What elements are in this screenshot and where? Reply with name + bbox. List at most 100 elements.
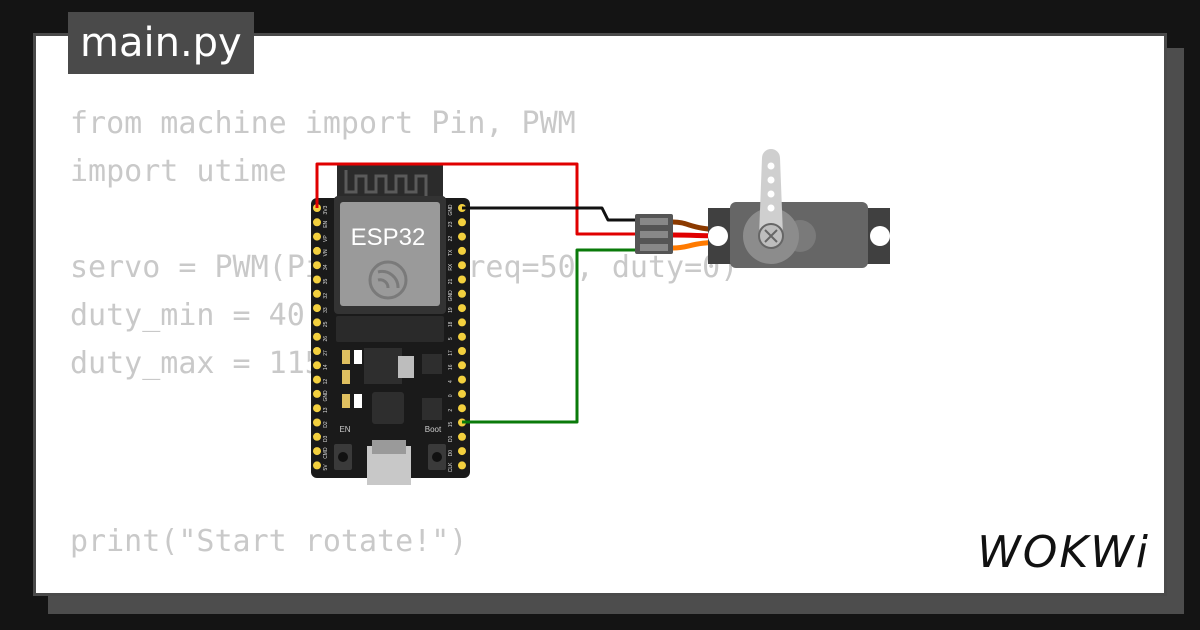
boot-button-label: Boot xyxy=(425,425,442,434)
pin-hole-left[interactable] xyxy=(313,318,321,327)
pin-hole-left[interactable] xyxy=(313,389,321,398)
pin-hole-right[interactable] xyxy=(458,318,466,327)
pin-hole-right[interactable] xyxy=(458,404,466,413)
module-pads xyxy=(336,316,444,342)
smd-component xyxy=(342,394,350,408)
pin-label: TX xyxy=(448,249,454,256)
pin-hole-left[interactable] xyxy=(313,261,321,270)
pin-label: D1 xyxy=(448,435,454,442)
module-shield xyxy=(340,202,440,306)
wire-signal[interactable] xyxy=(462,248,637,424)
file-tab[interactable]: main.py xyxy=(68,12,254,74)
servo-horn[interactable] xyxy=(759,149,783,248)
pin-label: 12 xyxy=(323,379,329,385)
antenna-trace xyxy=(344,170,428,198)
pin-hole-right[interactable] xyxy=(458,304,466,313)
pin-label: 15 xyxy=(448,422,454,428)
horn-holes xyxy=(767,162,775,212)
pin-hole-right[interactable] xyxy=(458,218,466,227)
connector-pin xyxy=(640,231,668,238)
pin-hole-left[interactable] xyxy=(313,289,321,298)
pin-hole-right[interactable] xyxy=(458,389,466,398)
pin-hole-left[interactable] xyxy=(313,218,321,227)
en-button-cap xyxy=(338,452,348,462)
pin-hole-left[interactable] xyxy=(313,375,321,384)
pin-hole-left[interactable] xyxy=(313,361,321,370)
pin-label: RX xyxy=(448,263,454,271)
usb-connector-top xyxy=(372,440,406,454)
pin-hole-right[interactable] xyxy=(458,275,466,284)
code-line: import utime xyxy=(70,154,287,189)
wire-ground[interactable] xyxy=(462,206,637,222)
pin-hole-left[interactable] xyxy=(313,404,321,413)
pin-hole-left[interactable] xyxy=(313,347,321,355)
pin-label: 17 xyxy=(448,350,454,356)
pin-label: 18 xyxy=(448,321,454,327)
transistor xyxy=(422,354,442,374)
pin-label: 13 xyxy=(323,407,329,413)
wire-power[interactable] xyxy=(315,162,637,236)
pin-hole-left[interactable] xyxy=(313,304,321,313)
pin-hole-left[interactable] xyxy=(313,232,321,241)
code-line: duty_min = 40 xyxy=(70,298,305,333)
pin-label: EN xyxy=(323,220,329,227)
pin-hole-right[interactable] xyxy=(458,361,466,370)
simulation-canvas[interactable]: from machine import Pin, PWM import utime… xyxy=(33,33,1167,596)
mount-hole xyxy=(708,226,728,246)
pin-label: 14 xyxy=(323,364,329,370)
pin-hole-right[interactable] xyxy=(458,261,466,270)
pin-hole-right[interactable] xyxy=(458,246,466,255)
pin-label: D2 xyxy=(323,421,329,428)
wokwi-logo: WOKWi xyxy=(977,527,1150,578)
connector-pin xyxy=(640,244,668,251)
pin-hole-right[interactable] xyxy=(458,375,466,384)
smd-component xyxy=(354,350,362,364)
pin-hole-right[interactable] xyxy=(458,461,466,470)
servo-motor[interactable] xyxy=(635,149,890,268)
pin-hole-left[interactable] xyxy=(313,432,321,441)
smd-component xyxy=(342,370,350,384)
smd-component xyxy=(342,350,350,364)
pin-label: 5V xyxy=(323,464,329,471)
smd-component xyxy=(354,394,362,408)
mount-hole xyxy=(870,226,890,246)
pin-hole-left[interactable] xyxy=(313,461,321,470)
pin-label: 2 xyxy=(448,409,454,412)
pin-label: VP xyxy=(323,235,329,242)
board-label: ESP32 xyxy=(351,224,426,251)
transistor xyxy=(422,398,442,420)
pin-label: 25 xyxy=(323,321,329,327)
pin-hole-left[interactable] xyxy=(313,447,321,456)
pin-label: 19 xyxy=(448,307,454,313)
pin-label: 27 xyxy=(323,350,329,356)
pin-hole-left[interactable] xyxy=(313,246,321,255)
pin-hole-right[interactable] xyxy=(458,232,466,241)
pin-label: D3 xyxy=(323,435,329,442)
pin-hole-left[interactable] xyxy=(313,275,321,284)
pin-hole-right[interactable] xyxy=(458,432,466,441)
left-pin-header: 3V3ENVPVN343532332526271412GND13D2D3CMD5… xyxy=(313,204,329,470)
pin-label: D0 xyxy=(448,450,454,457)
pin-label: 35 xyxy=(323,279,329,285)
pin-hole-right[interactable] xyxy=(458,332,466,341)
espressif-logo-icon xyxy=(368,260,408,300)
pin-hole-right[interactable] xyxy=(458,447,466,456)
pin-label: 21 xyxy=(448,279,454,285)
pin-hole-left[interactable] xyxy=(313,418,321,427)
pin-hole-left[interactable] xyxy=(313,332,321,341)
pin-label: 32 xyxy=(323,293,329,299)
pin-hole-right[interactable] xyxy=(458,347,466,355)
voltage-regulator xyxy=(364,348,402,384)
boot-button-cap xyxy=(432,452,442,462)
pin-label: CLK xyxy=(448,462,454,472)
code-line: from machine import Pin, PWM xyxy=(70,106,576,141)
pin-label: 26 xyxy=(323,336,329,342)
usb-uart-chip xyxy=(372,392,404,424)
pin-label: VN xyxy=(323,249,329,256)
pin-label: GND xyxy=(323,390,329,402)
pin-label: 16 xyxy=(448,364,454,370)
en-button-label: EN xyxy=(339,425,350,434)
pin-hole-right[interactable] xyxy=(458,289,466,298)
